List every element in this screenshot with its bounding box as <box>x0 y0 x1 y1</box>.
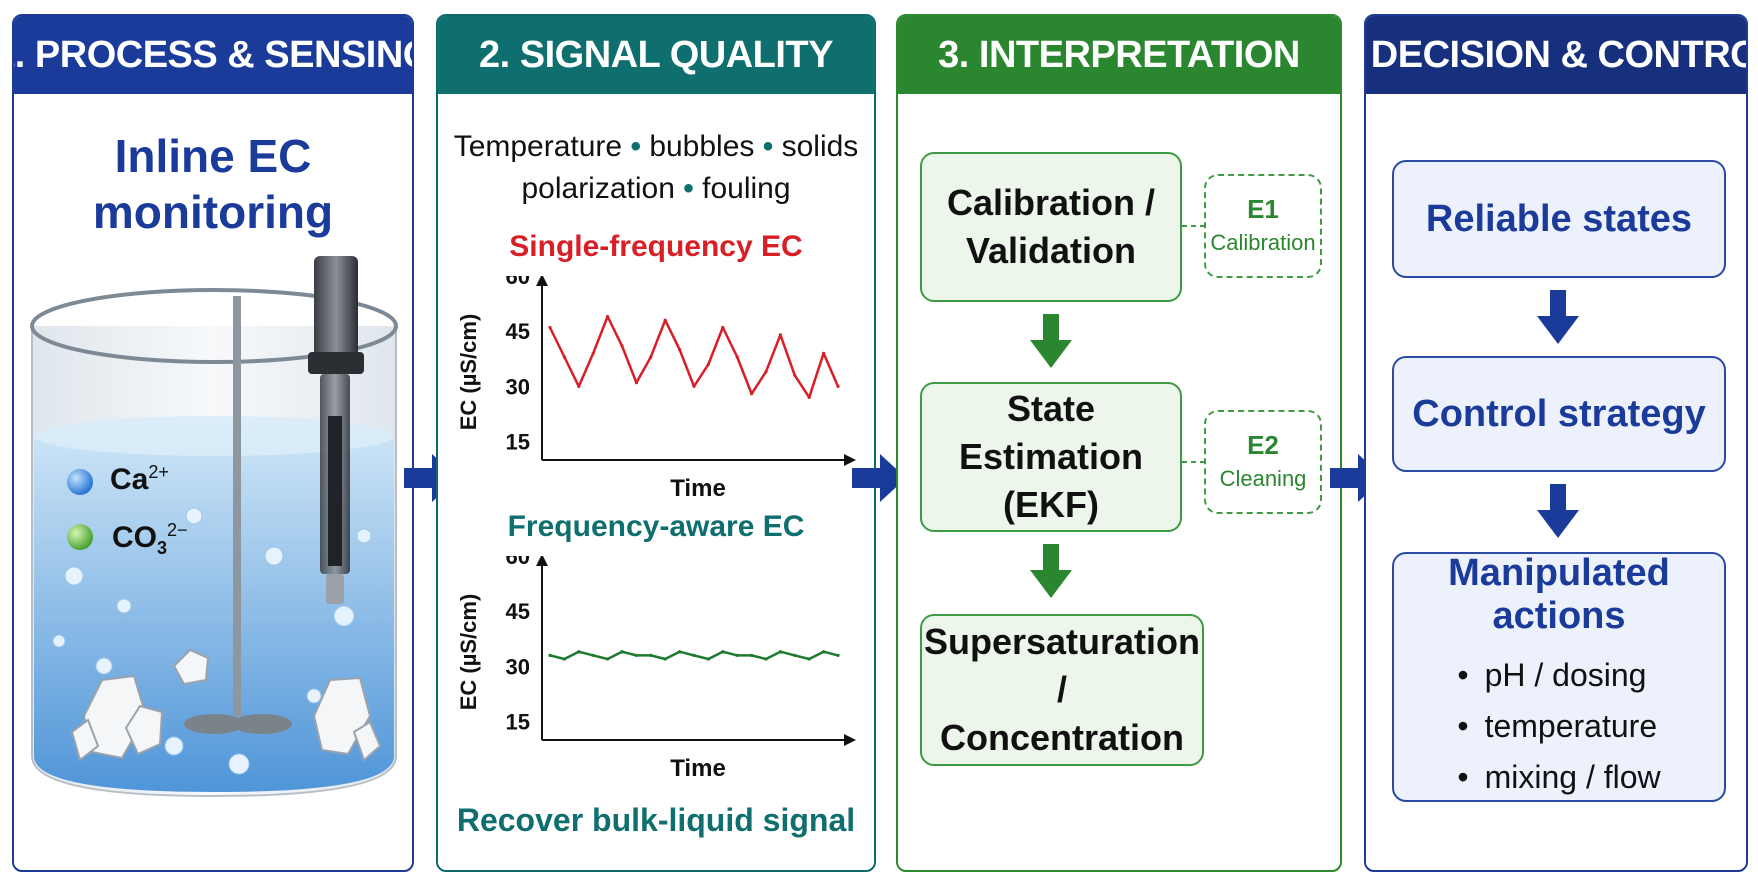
data-point <box>548 653 552 657</box>
data-point <box>807 657 811 661</box>
chart1-title: Single-frequency EC <box>509 230 803 263</box>
supersaturation-box: Supersaturation / Concentration <box>920 614 1204 766</box>
action-item: temperature <box>1457 701 1660 752</box>
data-point <box>778 650 782 654</box>
y-axis-label: EC (µS/cm) <box>456 594 481 711</box>
data-point <box>836 653 840 657</box>
data-point <box>721 325 725 330</box>
x-axis-label: Time <box>670 755 726 782</box>
data-point <box>822 650 826 654</box>
data-point <box>822 351 826 355</box>
arrow-down-icon <box>1537 484 1579 538</box>
y-tick-label: 45 <box>506 319 530 344</box>
data-point <box>692 384 696 388</box>
actions-list: pH / dosing temperature mixing / flow <box>1457 650 1661 803</box>
y-tick-label: 30 <box>506 654 530 679</box>
panel1-header: 1. PROCESS & SENSING <box>14 16 412 94</box>
data-point <box>793 653 797 657</box>
y-axis-arrowhead <box>536 276 548 286</box>
control-strategy-box: Control strategy <box>1392 356 1726 472</box>
data-point <box>750 392 754 396</box>
calcium-ion-label: Ca2+ <box>110 462 169 496</box>
factors-line-2: polarization • fouling <box>521 172 791 205</box>
single-frequency-ec-chart: 60 45 30 15 EC (µS/cm) Time <box>456 276 856 502</box>
panel2-header: 2. SIGNAL QUALITY <box>438 16 874 94</box>
data-point <box>606 314 610 319</box>
action-item: mixing / flow <box>1457 752 1661 803</box>
y-tick-label: 45 <box>506 599 530 624</box>
data-point <box>591 653 595 657</box>
data-point <box>634 653 638 657</box>
arrow-right-icon <box>852 454 906 502</box>
signal-disturbance-factors: Temperature • bubbles • solids polarizat… <box>438 126 874 210</box>
data-point <box>778 333 782 337</box>
data-point <box>706 362 710 366</box>
data-point <box>649 355 653 359</box>
data-point <box>764 370 768 374</box>
data-point <box>807 395 811 399</box>
data-point <box>735 355 739 359</box>
data-point <box>562 355 566 359</box>
frequency-aware-ec-chart: 60 45 30 15 EC (µS/cm) Time <box>456 556 856 782</box>
data-point <box>620 650 624 654</box>
x-axis-label: Time <box>670 475 726 502</box>
data-point <box>577 384 581 388</box>
data-point <box>706 657 710 661</box>
y-tick-label: 15 <box>506 710 530 735</box>
data-point <box>620 344 624 348</box>
y-tick-label: 60 <box>506 276 530 289</box>
data-point <box>577 650 581 654</box>
data-point <box>678 348 682 352</box>
arrow-down-icon <box>1537 290 1579 344</box>
dashed-connectors <box>1182 225 1204 463</box>
action-item: pH / dosing <box>1457 650 1660 701</box>
arrow-down-icon <box>1030 544 1072 598</box>
data-point <box>750 653 754 657</box>
panel-interpretation: 3. INTERPRETATION Calibration / Validati… <box>896 14 1342 872</box>
arrow-down-icon <box>1030 314 1072 368</box>
chart2-title: Frequency-aware EC <box>507 510 805 543</box>
panel-signal-quality: 2. SIGNAL QUALITY Temperature • bubbles … <box>436 14 876 872</box>
factors-line-1: Temperature • bubbles • solids <box>453 130 859 163</box>
carbonate-ion-label: CO32− <box>112 520 188 558</box>
data-point <box>663 657 667 661</box>
data-point <box>548 325 552 330</box>
data-point <box>562 657 566 661</box>
x-axis-arrowhead <box>844 454 856 466</box>
reliable-states-box: Reliable states <box>1392 160 1726 278</box>
state-estimation-box: State Estimation (EKF) <box>920 382 1182 532</box>
data-point <box>793 373 797 377</box>
inline-ec-title: Inline EC monitoring <box>92 130 334 238</box>
data-point <box>836 384 840 388</box>
data-point <box>764 657 768 661</box>
y-tick-label: 30 <box>506 374 530 399</box>
data-point <box>678 650 682 654</box>
data-point <box>721 650 725 654</box>
manipulated-actions-title: Manipulated actions <box>1448 551 1670 637</box>
e1-calibration-box: E1 Calibration <box>1204 174 1322 278</box>
x-axis-arrowhead <box>844 734 856 746</box>
panel4-header: 4. DECISION & CONTROL <box>1366 16 1746 94</box>
data-point <box>606 657 610 661</box>
crystallizer-tank-illustration <box>30 256 398 798</box>
e2-cleaning-box: E2 Cleaning <box>1204 410 1322 514</box>
data-point <box>735 653 739 657</box>
y-axis-arrowhead <box>536 556 548 566</box>
data-point <box>663 318 667 322</box>
y-tick-label: 60 <box>506 556 530 569</box>
y-axis-label: EC (µS/cm) <box>456 314 481 431</box>
data-point <box>634 381 638 385</box>
calibration-validation-box: Calibration / Validation <box>920 152 1182 302</box>
panel-decision-control: 4. DECISION & CONTROL Reliable states Co… <box>1364 14 1748 872</box>
panel-process-sensing: 1. PROCESS & SENSING Inline EC monitorin… <box>12 14 414 872</box>
data-point <box>692 653 696 657</box>
y-tick-label: 15 <box>506 430 530 455</box>
data-point <box>591 351 595 355</box>
manipulated-actions-box: Manipulated actions pH / dosing temperat… <box>1392 552 1726 802</box>
recover-signal-text: Recover bulk-liquid signal <box>456 802 856 838</box>
data-point <box>649 653 653 657</box>
panel3-header: 3. INTERPRETATION <box>898 16 1340 94</box>
